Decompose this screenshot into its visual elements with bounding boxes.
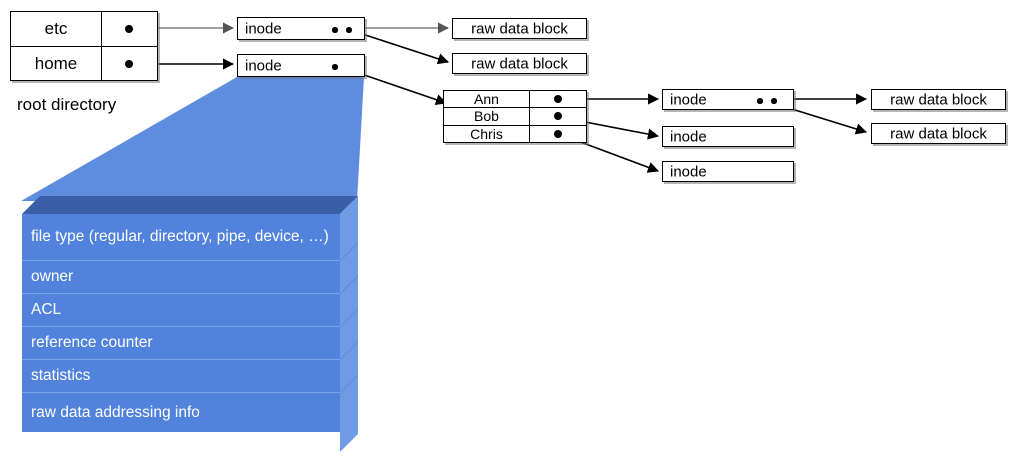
table-row[interactable]: etc <box>11 12 157 47</box>
stack-row-label: owner <box>31 268 74 286</box>
root-directory-table: etc home <box>10 11 158 81</box>
home-dir-entry-name: Ann <box>444 91 530 108</box>
table-row[interactable]: home <box>11 46 157 82</box>
inode-box-label: inode <box>245 57 282 74</box>
inode-box-chris[interactable]: inode <box>662 161 794 182</box>
table-row[interactable]: Chris <box>444 125 586 143</box>
stack-row-list: file type (regular, directory, pipe, dev… <box>22 214 340 432</box>
inode-box-ann[interactable]: inode <box>662 89 794 110</box>
inode-pointer-dot-icon <box>771 98 777 104</box>
inode-box-label: inode <box>670 128 707 145</box>
pointer-dot-icon <box>554 112 562 121</box>
stack-row-owner[interactable]: owner <box>22 261 340 294</box>
inode-detail-stack: file type (regular, directory, pipe, dev… <box>22 196 358 452</box>
stack-row-label: statistics <box>31 367 91 385</box>
home-dir-entry-pointer[interactable] <box>530 91 586 107</box>
pointer-dot-icon <box>124 24 133 33</box>
inode-box-label: inode <box>670 91 707 108</box>
stack-row-label: file type (regular, directory, pipe, dev… <box>31 228 329 246</box>
home-dir-entry-name: Chris <box>444 125 530 143</box>
raw-data-block-label: raw data block <box>890 91 987 108</box>
home-dir-entry-pointer[interactable] <box>530 108 586 124</box>
root-dir-entry-pointer[interactable] <box>102 12 155 46</box>
stack-row-acl[interactable]: ACL <box>22 294 340 327</box>
stack-row-label: ACL <box>31 301 62 319</box>
pointer-dot-icon <box>124 59 133 68</box>
raw-data-block-4[interactable]: raw data block <box>871 123 1006 144</box>
stack-row-raw-data-addressing[interactable]: raw data addressing info <box>22 393 340 432</box>
stack-row-statistics[interactable]: statistics <box>22 360 340 393</box>
inode-pointer-dot-icon <box>346 27 352 33</box>
raw-data-block-label: raw data block <box>890 125 987 142</box>
root-dir-entry-name: etc <box>11 12 102 46</box>
table-row[interactable]: Bob <box>444 108 586 126</box>
raw-data-block-2[interactable]: raw data block <box>452 53 587 74</box>
raw-data-block-1[interactable]: raw data block <box>452 18 587 39</box>
table-row[interactable]: Ann <box>444 91 586 109</box>
raw-data-block-3[interactable]: raw data block <box>871 89 1006 110</box>
inode-box-home[interactable]: inode <box>237 54 365 77</box>
inode-pointer-dot-icon <box>757 98 763 104</box>
home-dir-entry-pointer[interactable] <box>530 126 586 143</box>
root-dir-entry-name: home <box>11 46 102 81</box>
stack-row-label: reference counter <box>31 334 153 352</box>
inode-box-bob[interactable]: inode <box>662 126 794 147</box>
pointer-dot-icon <box>554 130 562 139</box>
pointer-dot-icon <box>554 95 562 104</box>
home-dir-entry-name: Bob <box>444 108 530 125</box>
stack-row-reference-counter[interactable]: reference counter <box>22 327 340 360</box>
root-directory-caption: root directory <box>17 95 117 114</box>
stack-row-file-type[interactable]: file type (regular, directory, pipe, dev… <box>22 214 340 261</box>
raw-data-block-label: raw data block <box>471 55 568 72</box>
home-directory-table: Ann Bob Chris <box>443 90 587 143</box>
stack-row-label: raw data addressing info <box>31 403 200 421</box>
inode-box-label: inode <box>245 20 282 37</box>
inode-pointer-dot-icon <box>332 64 338 70</box>
inode-box-label: inode <box>670 163 707 180</box>
raw-data-block-label: raw data block <box>471 20 568 37</box>
stack-top-face <box>22 196 358 214</box>
inode-pointer-dot-icon <box>332 27 338 33</box>
root-dir-entry-pointer[interactable] <box>102 47 155 82</box>
inode-box-etc[interactable]: inode <box>237 17 365 40</box>
